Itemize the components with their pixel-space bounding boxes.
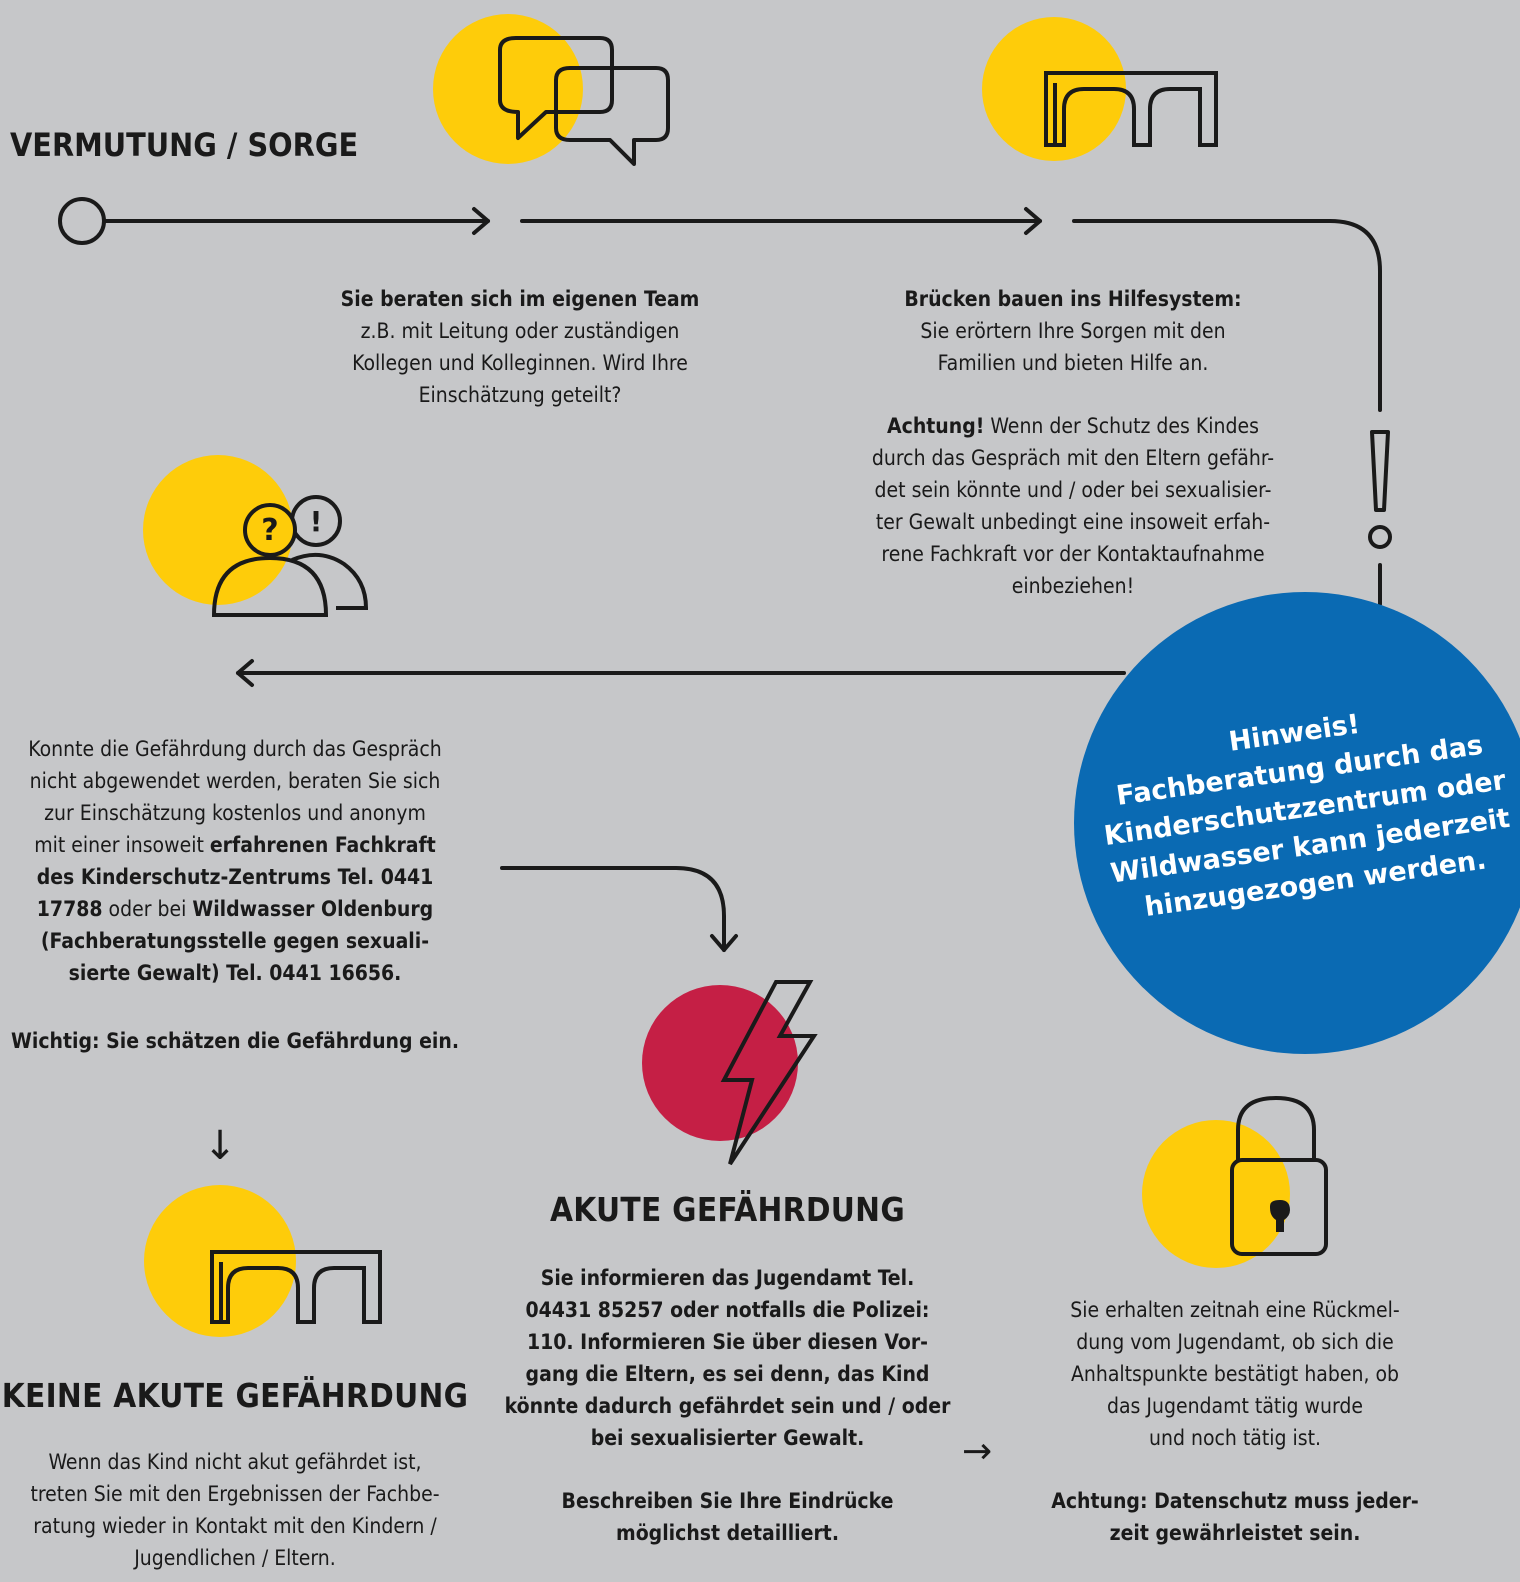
text-line: rene Fachkraft vor der Kontaktaufnahme <box>881 542 1265 566</box>
text-line: oder bei <box>102 897 193 921</box>
text-line: zeit gewährleistet sein. <box>1109 1521 1361 1545</box>
exclamation-icon <box>1368 430 1392 549</box>
text-line: könnte dadurch gefährdet sein und / oder <box>504 1394 951 1418</box>
question-exclamation-people-icon: ? ! <box>143 455 369 617</box>
text-line: Konnte die Gefährdung durch das Gespräch <box>28 737 442 761</box>
text-line: ter Gewalt unbedingt eine insoweit erfah… <box>875 510 1271 534</box>
text-line: gang die Eltern, es sei denn, das Kind <box>525 1362 930 1386</box>
step-team-title: Sie beraten sich im eigenen Team <box>340 287 700 311</box>
text-line: Jugendlichen / Eltern. <box>134 1546 336 1570</box>
text-line: mit einer insoweit <box>34 833 210 857</box>
text-line: zur Einschätzung kostenlos und anonym <box>44 801 426 825</box>
text-line: das Jugendamt tätig wurde <box>1106 1394 1364 1418</box>
step-bridge-title: Brücken bauen ins Hilfesystem: <box>904 287 1242 311</box>
heading-acute: AKUTE GEFÄHRDUNG <box>550 1190 905 1229</box>
text-line: 17788 <box>36 897 103 921</box>
text-line: und noch tätig ist. <box>1149 1426 1321 1450</box>
text-line: Achtung: Datenschutz muss jeder- <box>1051 1489 1419 1513</box>
text-line: erfahrenen Fachkraft <box>209 833 436 857</box>
flow-line-top <box>58 197 1382 606</box>
lightning-icon <box>642 980 818 1166</box>
heading-start: VERMUTUNG / SORGE <box>10 126 359 164</box>
note-circle <box>1074 592 1520 1054</box>
text-line: Familien und bieten Hilfe an. <box>937 351 1209 375</box>
bridge-icon <box>982 17 1218 161</box>
text-line: z.B. mit Leitung oder zuständigen <box>360 319 680 343</box>
text-line: Sie erhalten zeitnah eine Rückmel- <box>1070 1298 1400 1322</box>
text-line: Anhaltspunkte bestätigt haben, ob <box>1070 1362 1400 1386</box>
text-line: Wenn das Kind nicht akut gefährdet ist, <box>48 1450 422 1474</box>
text-line: Sie informieren das Jugendamt Tel. <box>540 1266 915 1290</box>
bridge-icon <box>144 1185 382 1337</box>
feedback-warning: Achtung: Datenschutz muss jeder- zeit ge… <box>1010 1485 1460 1549</box>
step-bridge-warning: Achtung! Wenn der Schutz des Kindes durc… <box>848 410 1298 602</box>
text-line: Wenn der Schutz des Kindes <box>990 414 1259 438</box>
text-line: Wildwasser Oldenburg <box>192 897 434 921</box>
right-arrow-icon: → <box>962 1431 993 1472</box>
text-line: Beschreiben Sie Ihre Eindrücke <box>561 1489 894 1513</box>
acute-text: Sie informieren das Jugendamt Tel. 04431… <box>490 1262 965 1549</box>
text-line: nicht abgewendet werden, beraten Sie sic… <box>29 769 441 793</box>
step-team-text: Sie beraten sich im eigenen Team z.B. mi… <box>300 283 740 411</box>
text-line: treten Sie mit den Ergebnissen der Fachb… <box>30 1482 440 1506</box>
text-line: des Kinderschutz-Zentrums Tel. 0441 <box>36 865 434 889</box>
text-line: Kollegen und Kolleginnen. Wird Ihre <box>352 351 688 375</box>
text-line: durch das Gespräch mit den Eltern gefähr… <box>871 446 1275 470</box>
text-line: einbeziehen! <box>1011 574 1135 598</box>
text-line: möglichst detailliert. <box>616 1521 839 1545</box>
text-line: sierte Gewalt) Tel. 0441 16656. <box>68 961 402 985</box>
text-line: 110. Informieren Sie über diesen Vor- <box>527 1330 928 1354</box>
svg-text:?: ? <box>261 513 278 548</box>
text-line: Einschätzung geteilt? <box>418 383 622 407</box>
down-arrow-icon: ↓ <box>203 1123 237 1169</box>
step-bridge-text: Brücken bauen ins Hilfesystem: Sie erört… <box>848 283 1298 602</box>
important-note: Wichtig: Sie schätzen die Gefährdung ein… <box>11 1029 459 1053</box>
step-consult-text: Konnte die Gefährdung durch das Gespräch… <box>0 733 470 1057</box>
feedback-text: Sie erhalten zeitnah eine Rückmel- dung … <box>1010 1294 1460 1549</box>
text-line: dung vom Jugendamt, ob sich die <box>1076 1330 1394 1354</box>
flow-line-return <box>236 659 1126 687</box>
text-line: Sie erörtern Ihre Sorgen mit den <box>920 319 1226 343</box>
warning-label: Achtung! <box>887 414 985 438</box>
no-acute-text: Wenn das Kind nicht akut gefährdet ist, … <box>0 1446 470 1574</box>
text-line: det sein könnte und / oder bei sexualisi… <box>874 478 1272 502</box>
speech-bubbles-icon <box>433 14 670 166</box>
lock-icon <box>1142 1095 1328 1268</box>
flow-line-to-acute <box>500 866 738 952</box>
text-line: 04431 85257 oder notfalls die Polizei: <box>525 1298 930 1322</box>
text-line: (Fachberatungsstelle gegen sexuali- <box>40 929 430 953</box>
text-line: bei sexualisierter Gewalt. <box>590 1426 865 1450</box>
svg-text:!: ! <box>310 505 323 538</box>
heading-no-acute: KEINE AKUTE GEFÄHRDUNG <box>1 1376 469 1415</box>
text-line: ratung wieder in Kontakt mit den Kindern… <box>33 1514 437 1538</box>
